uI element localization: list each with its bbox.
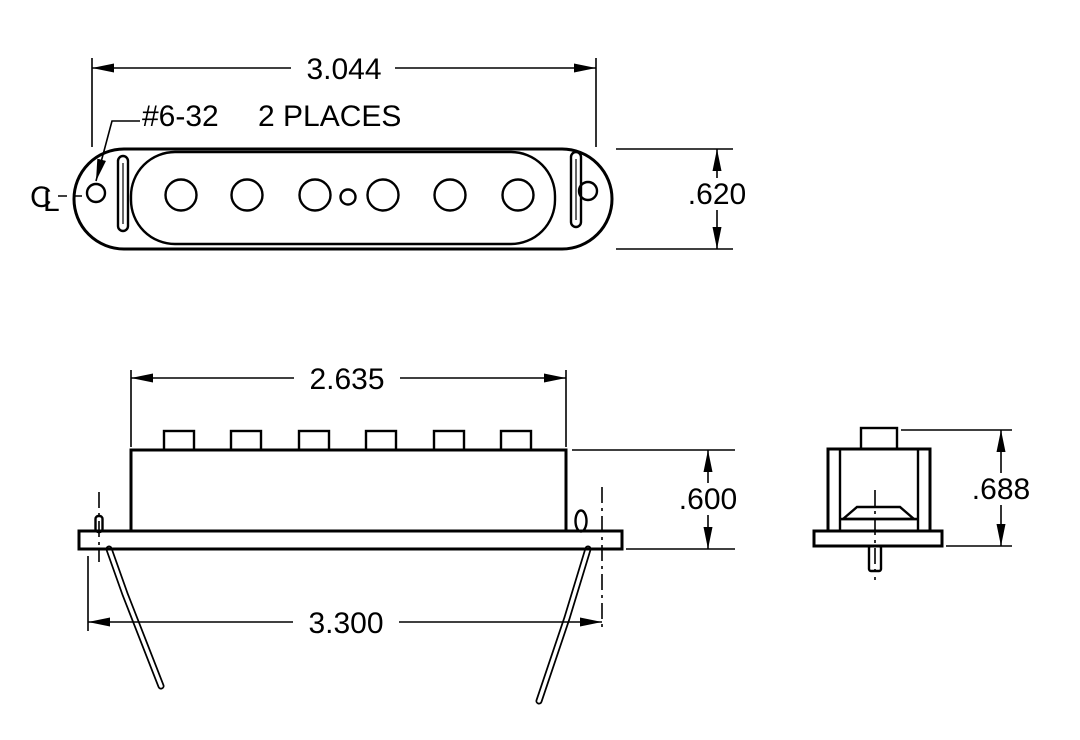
dimension-top-height: .620: [616, 148, 752, 250]
lead-wire-left-core: [107, 547, 163, 688]
mounting-hole-left: [85, 182, 107, 204]
pole-top: [229, 429, 263, 452]
cover-slot-right: [569, 150, 583, 229]
center-hole: [339, 188, 357, 206]
front-view: 2.635: [77, 362, 742, 705]
pole-piece: [164, 178, 198, 212]
dimension-end-height: .688: [901, 429, 1035, 547]
centerline-symbol-c: C: [30, 181, 52, 214]
label-bg: [293, 606, 399, 638]
pole-piece: [433, 178, 467, 212]
pole-pieces-top: [164, 178, 535, 212]
pickup-body-front: [129, 448, 568, 533]
dimension-base-width: 3.300: [87, 556, 602, 640]
cover-slot-left: [116, 154, 130, 233]
bobbin-flange: [839, 505, 918, 521]
base-width-dimension-label: 3.300: [308, 607, 383, 640]
end-height-dimension-label: .688: [972, 473, 1030, 506]
pole-top: [364, 429, 398, 452]
mount-screw-right: [574, 509, 588, 533]
cover-width-dimension-label: 2.635: [309, 363, 384, 396]
pole-piece-tops: [162, 429, 533, 452]
end-view: .688: [812, 426, 1035, 580]
pole-top: [499, 429, 533, 452]
front-height-dimension-label: .600: [679, 483, 737, 516]
pickup-cover-outline: [72, 147, 614, 251]
label-bg: [967, 473, 1035, 505]
pole-piece: [501, 178, 535, 212]
dimension-top-width: 3.044: [91, 52, 597, 147]
label-bg: [291, 52, 395, 84]
mounting-hole-right: [577, 180, 599, 202]
lead-wire-right-core: [537, 547, 590, 703]
screw-places-label: 2 PLACES: [258, 100, 401, 133]
top-width-dimension-label: 3.044: [306, 53, 381, 86]
top-view: 3.044 #6-32 2 PLACES C L .620: [30, 52, 752, 251]
pole-top: [432, 429, 466, 452]
screw-callout: #6-32 2 PLACES: [95, 100, 401, 182]
screw-thread-label: #6-32: [142, 100, 219, 133]
label-bg: [684, 178, 752, 210]
pole-piece: [230, 178, 264, 212]
base-plate-front: [77, 529, 624, 551]
cover-opening-outline: [129, 150, 557, 246]
pole-piece: [366, 178, 400, 212]
pole-top: [162, 429, 196, 452]
dimension-cover-width: 2.635: [130, 362, 567, 447]
top-height-dimension-label: .620: [688, 178, 746, 211]
centerline-symbol: C L: [30, 181, 83, 218]
centerline-symbol-l: L: [43, 185, 60, 218]
label-bg: [674, 483, 742, 515]
label-bg: [294, 362, 400, 394]
dimension-front-height: .600: [572, 449, 742, 550]
pole-piece: [298, 178, 332, 212]
pole-top-end: [859, 426, 899, 451]
base-plate-end: [812, 529, 944, 548]
pole-top: [297, 429, 331, 452]
leader-line: [95, 120, 140, 182]
